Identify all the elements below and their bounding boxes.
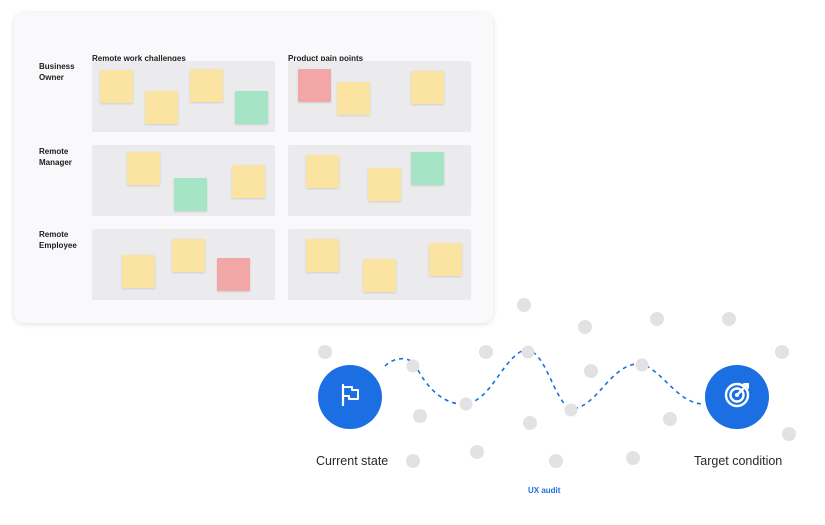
row-label-remote-manager: Remote Manager bbox=[39, 147, 72, 167]
column-header-pain-points: Product pain points bbox=[288, 54, 364, 63]
cell-employee-pain-points bbox=[288, 229, 471, 300]
sticky-note[interactable] bbox=[411, 152, 444, 185]
current-state-node[interactable] bbox=[318, 365, 382, 429]
sticky-note[interactable] bbox=[306, 239, 339, 272]
path-dot bbox=[521, 345, 535, 359]
sticky-note[interactable] bbox=[337, 82, 370, 115]
flag-icon bbox=[336, 381, 364, 414]
scatter-dot bbox=[782, 427, 796, 441]
sticky-note[interactable] bbox=[429, 243, 462, 276]
scatter-dot bbox=[470, 445, 484, 459]
scatter-dot bbox=[626, 451, 640, 465]
target-condition-label: Target condition bbox=[694, 454, 783, 468]
ux-audit-label: UX audit bbox=[528, 486, 561, 495]
cell-manager-pain-points bbox=[288, 145, 471, 216]
scatter-dot bbox=[517, 298, 531, 312]
target-condition-node[interactable] bbox=[705, 365, 769, 429]
sticky-note[interactable] bbox=[122, 255, 155, 288]
sticky-note[interactable] bbox=[145, 91, 178, 124]
sticky-note[interactable] bbox=[235, 91, 268, 124]
path-dot bbox=[406, 359, 420, 373]
scatter-dot bbox=[722, 312, 736, 326]
scatter-dot bbox=[775, 345, 789, 359]
affinity-board: Remote work challenges Product pain poin… bbox=[14, 13, 493, 323]
sticky-note[interactable] bbox=[172, 239, 205, 272]
sticky-note[interactable] bbox=[190, 69, 223, 102]
sticky-note[interactable] bbox=[363, 259, 396, 292]
scatter-dot bbox=[650, 312, 664, 326]
sticky-note[interactable] bbox=[232, 165, 265, 198]
cell-manager-challenges bbox=[92, 145, 275, 216]
sticky-note[interactable] bbox=[127, 152, 160, 185]
scatter-dot bbox=[663, 412, 677, 426]
cell-owner-pain-points bbox=[288, 61, 471, 132]
scatter-dot bbox=[479, 345, 493, 359]
sticky-note[interactable] bbox=[174, 178, 207, 211]
current-state-label: Current state bbox=[316, 454, 389, 468]
column-header-remote-work: Remote work challenges bbox=[92, 54, 186, 63]
cell-employee-challenges bbox=[92, 229, 275, 300]
scatter-dot bbox=[406, 454, 420, 468]
scatter-dot bbox=[413, 409, 427, 423]
scatter-dot bbox=[584, 364, 598, 378]
sticky-note[interactable] bbox=[306, 155, 339, 188]
scatter-dot bbox=[523, 416, 537, 430]
sticky-note[interactable] bbox=[411, 71, 444, 104]
scatter-dot bbox=[578, 320, 592, 334]
path-dot bbox=[564, 403, 578, 417]
scatter-dot bbox=[549, 454, 563, 468]
cell-owner-challenges bbox=[92, 61, 275, 132]
sticky-note[interactable] bbox=[217, 258, 250, 291]
row-label-business-owner: Business Owner bbox=[39, 62, 75, 82]
path-dot bbox=[459, 397, 473, 411]
path-dot bbox=[635, 358, 649, 372]
target-icon bbox=[722, 380, 752, 415]
sticky-note[interactable] bbox=[368, 168, 401, 201]
sticky-note[interactable] bbox=[100, 70, 133, 103]
sticky-note[interactable] bbox=[298, 69, 331, 102]
row-label-remote-employee: Remote Employee bbox=[39, 230, 77, 250]
scatter-dot bbox=[318, 345, 332, 359]
